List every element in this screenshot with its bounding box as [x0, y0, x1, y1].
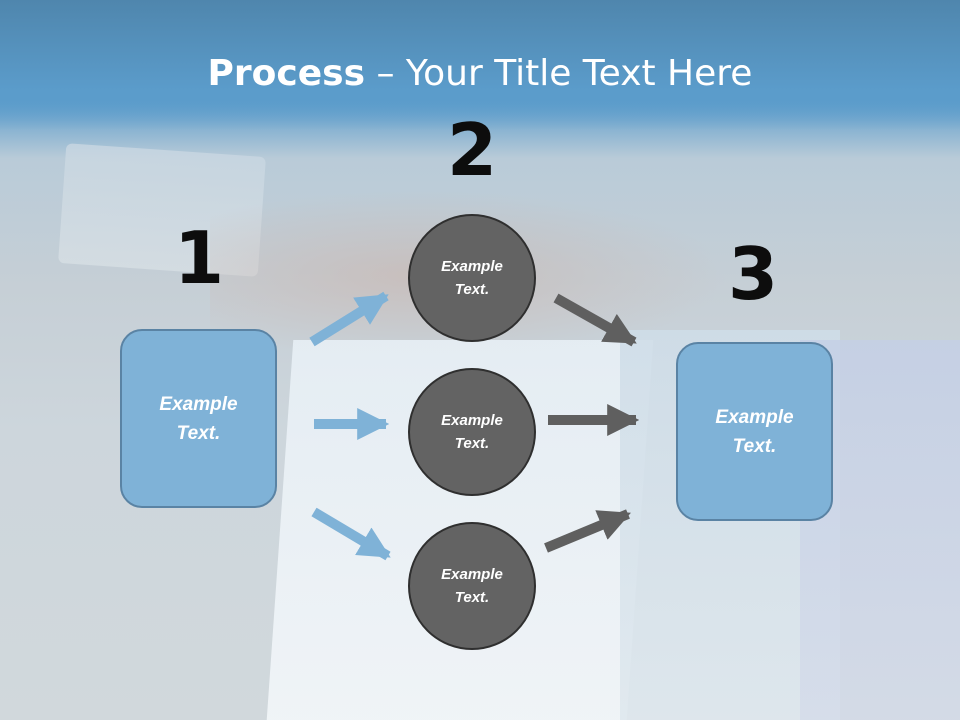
slide-title: Process – Your Title Text Here — [0, 52, 960, 96]
circle-bottom-line2: Text. — [454, 589, 490, 606]
step-1-box: Example Text. — [120, 329, 277, 508]
step-number-1: 1 — [173, 216, 225, 300]
step-3-text-line2: Text. — [732, 435, 777, 457]
circle-bottom-line1: Example — [441, 566, 503, 583]
circle-top-line2: Text. — [454, 281, 490, 298]
title-band — [0, 0, 960, 130]
circle-middle-line1: Example — [441, 412, 503, 429]
slide-title-rest: – Your Title Text Here — [365, 53, 753, 94]
step-2-circle-bottom: Example Text. — [408, 522, 536, 650]
step-2-circle-middle: Example Text. — [408, 368, 536, 496]
step-2-circle-top: Example Text. — [408, 214, 536, 342]
slide-title-bold: Process — [207, 53, 366, 94]
step-3-box: Example Text. — [676, 342, 833, 521]
step-number-3: 3 — [727, 232, 779, 316]
step-1-text-line2: Text. — [176, 422, 221, 444]
step-number-2: 2 — [446, 108, 498, 192]
step-1-text-line1: Example — [159, 393, 238, 415]
circle-top-line1: Example — [441, 258, 503, 275]
circle-middle-line2: Text. — [454, 435, 490, 452]
step-3-text-line1: Example — [715, 406, 794, 428]
